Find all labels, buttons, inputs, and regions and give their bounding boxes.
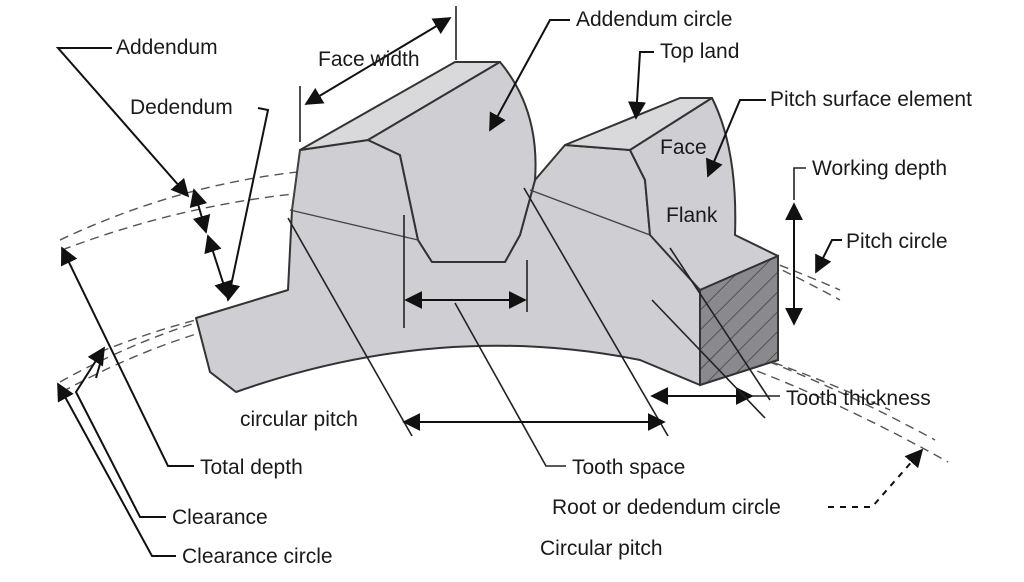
label-pitch-circle: Pitch circle — [846, 230, 948, 253]
label-total-depth: Total depth — [200, 456, 303, 479]
top-land-leader — [627, 51, 654, 120]
label-face-width: Face width — [318, 48, 420, 71]
working-depth-bracket — [793, 167, 806, 200]
dedendum-dim — [204, 234, 232, 300]
label-clearance: Clearance — [172, 506, 268, 529]
label-clearance-circle: Clearance circle — [182, 545, 333, 568]
label-pitch-surface-element: Pitch surface element — [770, 88, 972, 111]
label-tooth-space: Tooth space — [572, 456, 685, 479]
tooth-ext-line-a — [651, 299, 766, 419]
clearance-leader — [74, 346, 166, 518]
label-face: Face — [660, 136, 707, 159]
pitch-circle-leader — [815, 239, 842, 274]
root-circle-leader — [828, 448, 924, 508]
label-flank: Flank — [666, 204, 718, 227]
tooth-edge-3 — [529, 189, 651, 236]
addendum-leader — [55, 47, 190, 198]
label-circular-pitch-lower: circular pitch — [240, 408, 358, 431]
circ-pitch-ext-left — [287, 217, 413, 437]
label-dedendum: Dedendum — [130, 96, 233, 119]
label-addendum-circle: Addendum circle — [576, 8, 732, 31]
tooth-edge-1 — [291, 149, 301, 211]
rim-cross-section — [699, 254, 779, 387]
leader-lines — [55, 6, 924, 557]
flank-ext — [669, 247, 771, 401]
label-tooth-thickness: Tooth thickness — [786, 387, 931, 410]
tooth-edge-2 — [289, 209, 419, 241]
circ-pitch-ext-right — [523, 187, 669, 437]
label-working-depth: Working depth — [812, 157, 947, 180]
addendum-dim — [189, 188, 211, 234]
label-top-land: Top land — [660, 40, 739, 63]
face-width-dim — [304, 17, 452, 105]
clearance-leader-2 — [95, 363, 101, 379]
pitch-circle-arc — [61, 188, 841, 291]
clearance-circle-leader — [57, 382, 176, 557]
label-root-circle: Root or dedendum circle — [552, 496, 781, 519]
label-addendum: Addendum — [116, 36, 218, 59]
label-circular-pitch-upper: Circular pitch — [540, 537, 663, 560]
pitch-surface-leader — [705, 99, 766, 178]
dedendum-leader — [222, 107, 270, 302]
labels: Addendum Face width Addendum circle Top … — [116, 8, 972, 568]
total-depth-leader — [60, 246, 194, 467]
addendum-circle-leader — [489, 19, 570, 132]
gear-body — [195, 61, 779, 393]
tooth-space-leader — [454, 302, 566, 467]
